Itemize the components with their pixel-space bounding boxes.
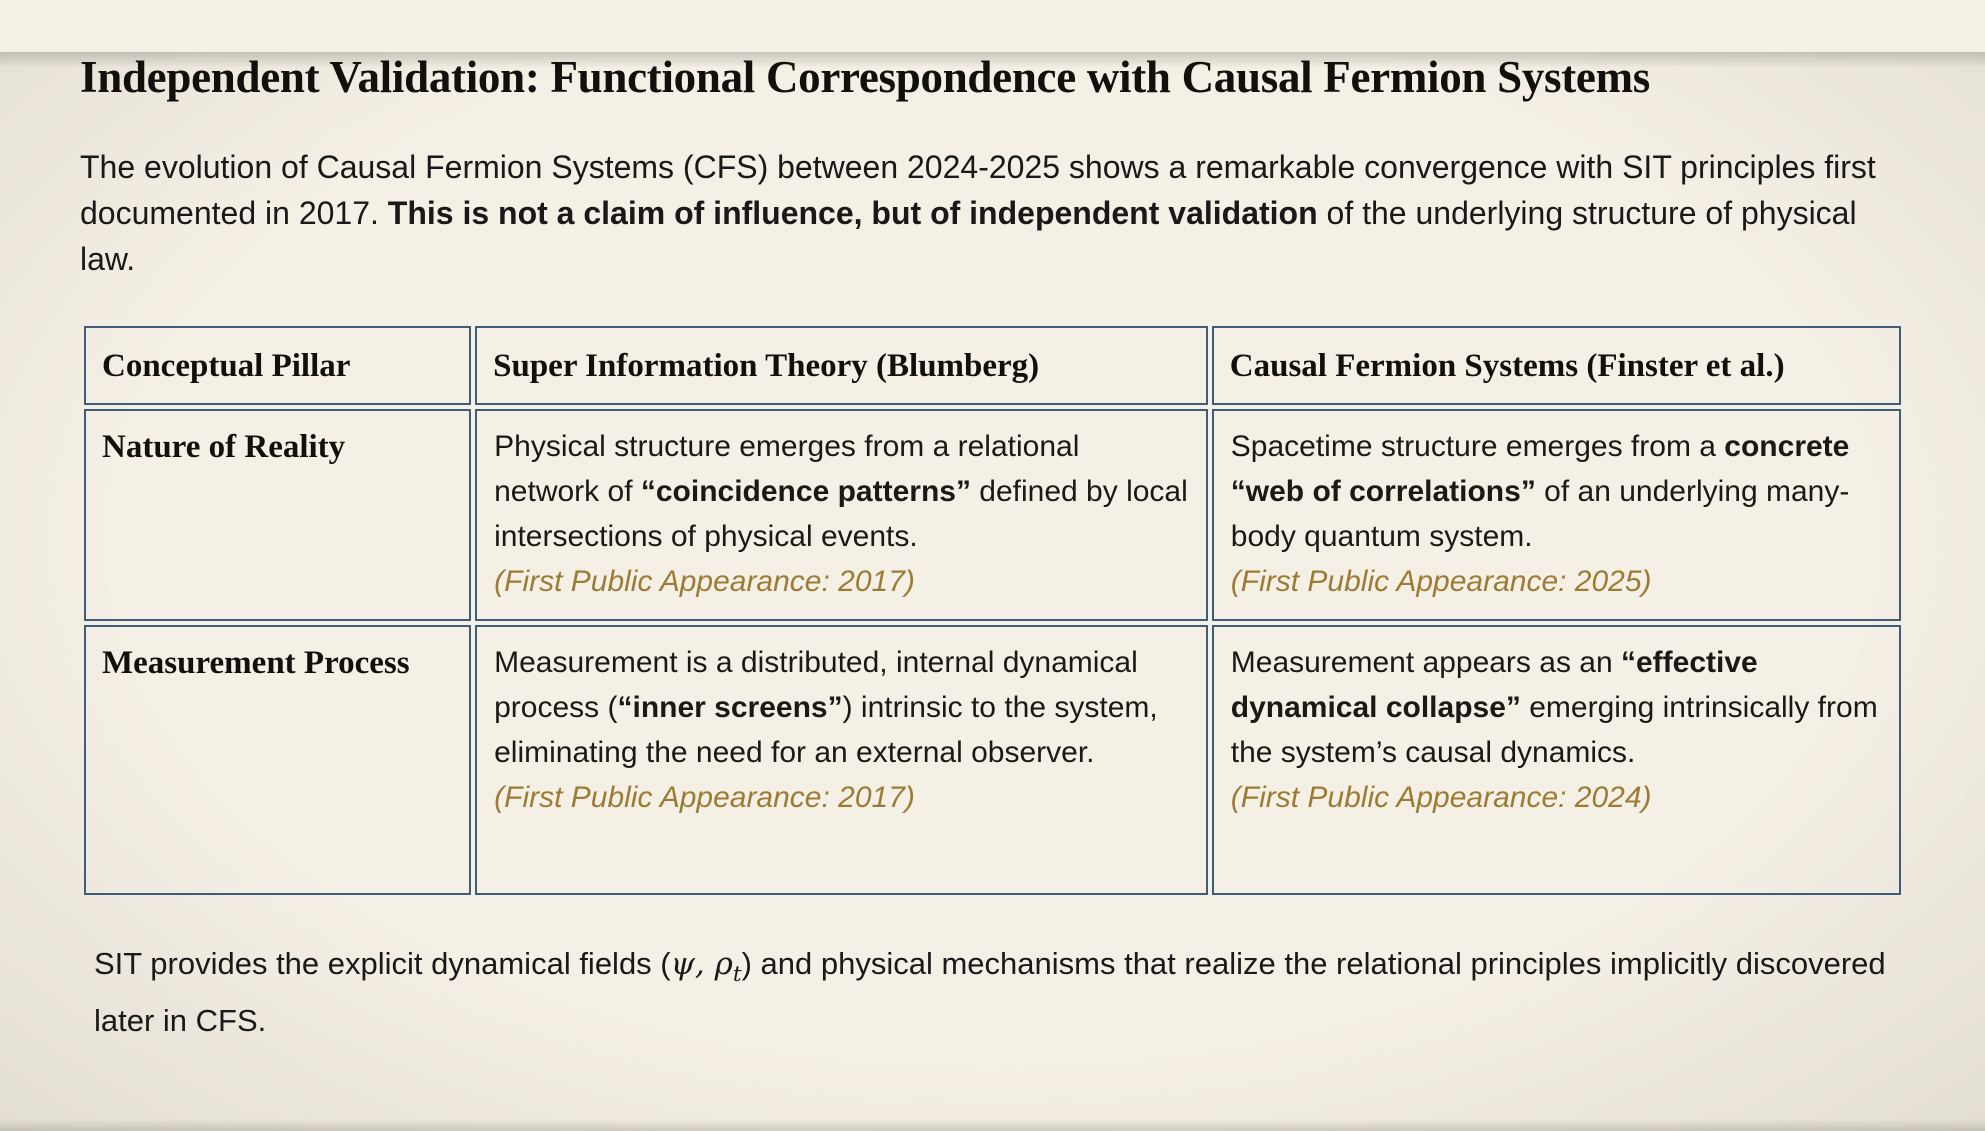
cell-text: Measurement appears as an “effective dyn…	[1230, 645, 1878, 769]
col-header-conceptual-pillar: Conceptual Pillar	[84, 325, 472, 405]
footer-note: SIT provides the explicit dynamical fiel…	[94, 945, 1886, 1038]
appearance-note: (First Public Appearance: 2017)	[494, 780, 915, 814]
col-header-cfs: Causal Fermion Systems (Finster et al.)	[1211, 325, 1901, 405]
appearance-note: (First Public Appearance: 2017)	[494, 564, 915, 598]
sit-cell: Physical structure emerges from a relati…	[475, 408, 1208, 621]
cfs-cell: Spacetime structure emerges from a concr…	[1211, 408, 1901, 621]
appearance-note: (First Public Appearance: 2025)	[1230, 564, 1652, 598]
table-row-nature-of-reality: Nature of Reality Physical structure eme…	[84, 408, 1901, 621]
cell-text: Physical structure emerges from a relati…	[494, 429, 1188, 553]
slide: Independent Validation: Functional Corre…	[0, 52, 1985, 1044]
pillar-cell: Measurement Process	[84, 624, 472, 895]
table-header-row: Conceptual Pillar Super Information Theo…	[84, 325, 1901, 405]
page-title: Independent Validation: Functional Corre…	[80, 52, 1650, 102]
comparison-table: Conceptual Pillar Super Information Theo…	[80, 322, 1905, 899]
intro-paragraph: The evolution of Causal Fermion Systems …	[80, 148, 1876, 277]
cfs-cell: Measurement appears as an “effective dyn…	[1211, 624, 1901, 895]
col-header-sit: Super Information Theory (Blumberg)	[475, 325, 1208, 405]
pillar-cell: Nature of Reality	[84, 408, 472, 621]
appearance-note: (First Public Appearance: 2024)	[1230, 780, 1652, 814]
table-row-measurement-process: Measurement Process Measurement is a dis…	[84, 624, 1901, 895]
cell-text: Spacetime structure emerges from a concr…	[1230, 429, 1850, 553]
sit-cell: Measurement is a distributed, internal d…	[475, 624, 1208, 895]
cell-text: Measurement is a distributed, internal d…	[494, 645, 1158, 769]
